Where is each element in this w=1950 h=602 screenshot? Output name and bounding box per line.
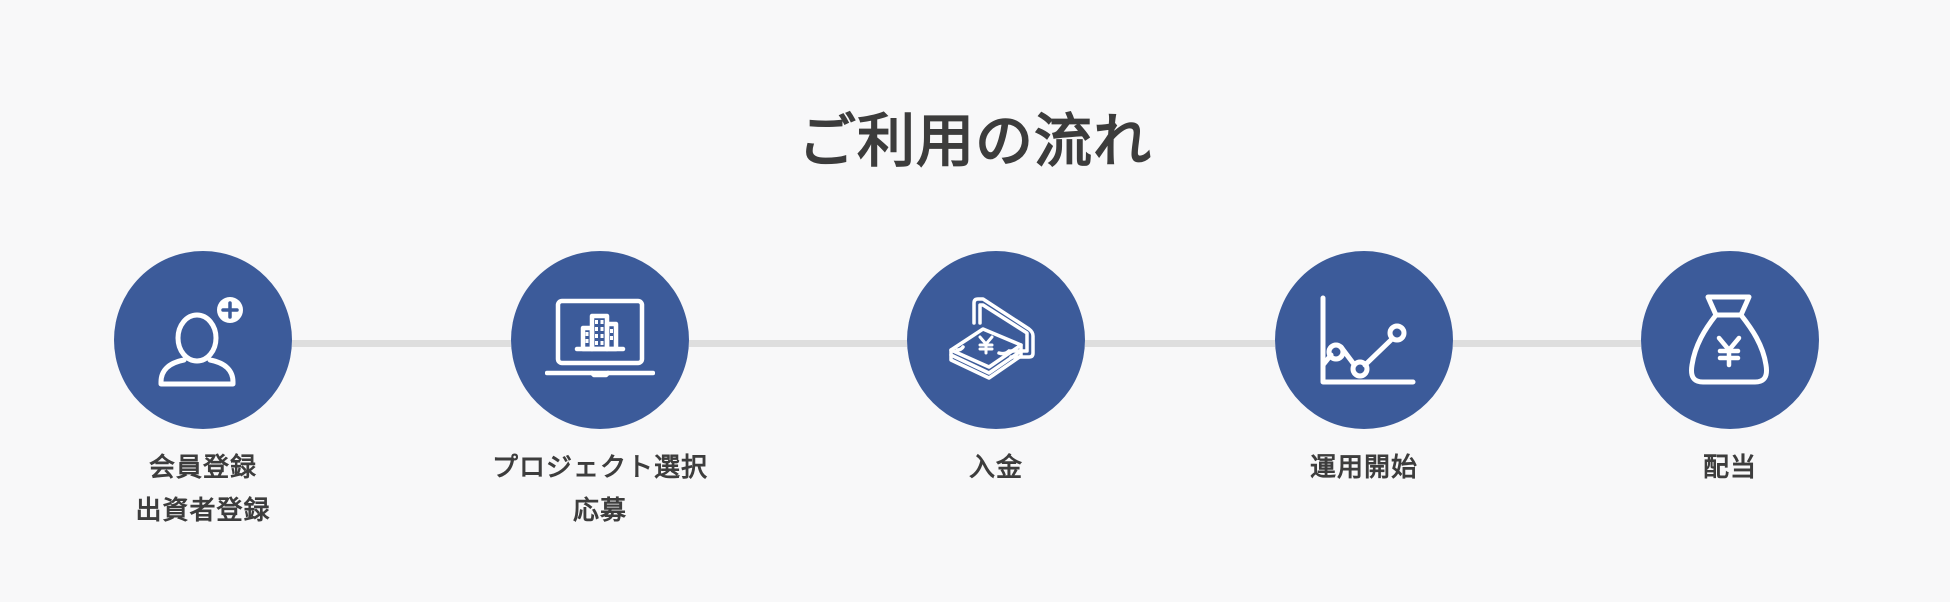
step-circle (1641, 251, 1819, 429)
step-label-line: 出資者登録 (135, 496, 271, 526)
step-project-selection: プロジェクト選択 応募 (492, 251, 707, 526)
step-dividend: 配当 (1641, 251, 1819, 483)
step-label: 会員登録 出資者登録 (4, 447, 402, 533)
step-label-line: 会員登録 (148, 453, 257, 483)
yen-money-bag-icon (1689, 294, 1769, 385)
step-label: 運用開始 (1165, 447, 1563, 490)
step-label-line: 入金 (968, 453, 1023, 483)
laptop-buildings-icon (545, 298, 655, 378)
line-chart-icon (1320, 295, 1416, 385)
step-label-line: 運用開始 (1309, 453, 1418, 483)
step-label-line: 応募 (572, 496, 627, 526)
page-title: ご利用の流れ (797, 106, 1152, 175)
step-label-line: 配当 (1702, 453, 1757, 483)
yen-deposit-icon (949, 297, 1035, 380)
connector-line-3 (1085, 340, 1275, 347)
step-label-line: プロジェクト選択 (491, 453, 708, 483)
step-circle (511, 251, 689, 429)
connector-line-1 (292, 340, 511, 347)
step-label: 配当 (1531, 447, 1929, 490)
step-member-registration: 会員登録 出資者登録 (114, 251, 292, 526)
step-operation-start: 運用開始 (1275, 251, 1453, 483)
step-label: プロジェクト選択 応募 (401, 447, 799, 533)
step-circle (1275, 251, 1453, 429)
step-deposit: 入金 (907, 251, 1085, 483)
step-circle (907, 251, 1085, 429)
user-add-icon (158, 297, 243, 387)
step-label: 入金 (797, 447, 1195, 490)
step-circle (114, 251, 292, 429)
connector-line-4 (1453, 340, 1641, 347)
connector-line-2 (689, 340, 907, 347)
